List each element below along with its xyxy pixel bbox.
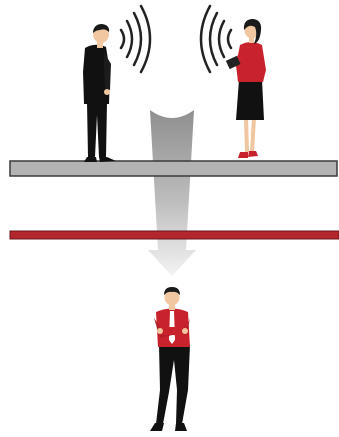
listener-man-figure [150,287,190,431]
woman-in-red-figure [226,19,266,158]
man-in-suit-figure [83,24,116,162]
sound-waves-icon [121,6,150,72]
acoustic-barrier-layer [10,231,339,239]
sound-beam [148,110,196,276]
upper-floor-slab [10,161,337,176]
